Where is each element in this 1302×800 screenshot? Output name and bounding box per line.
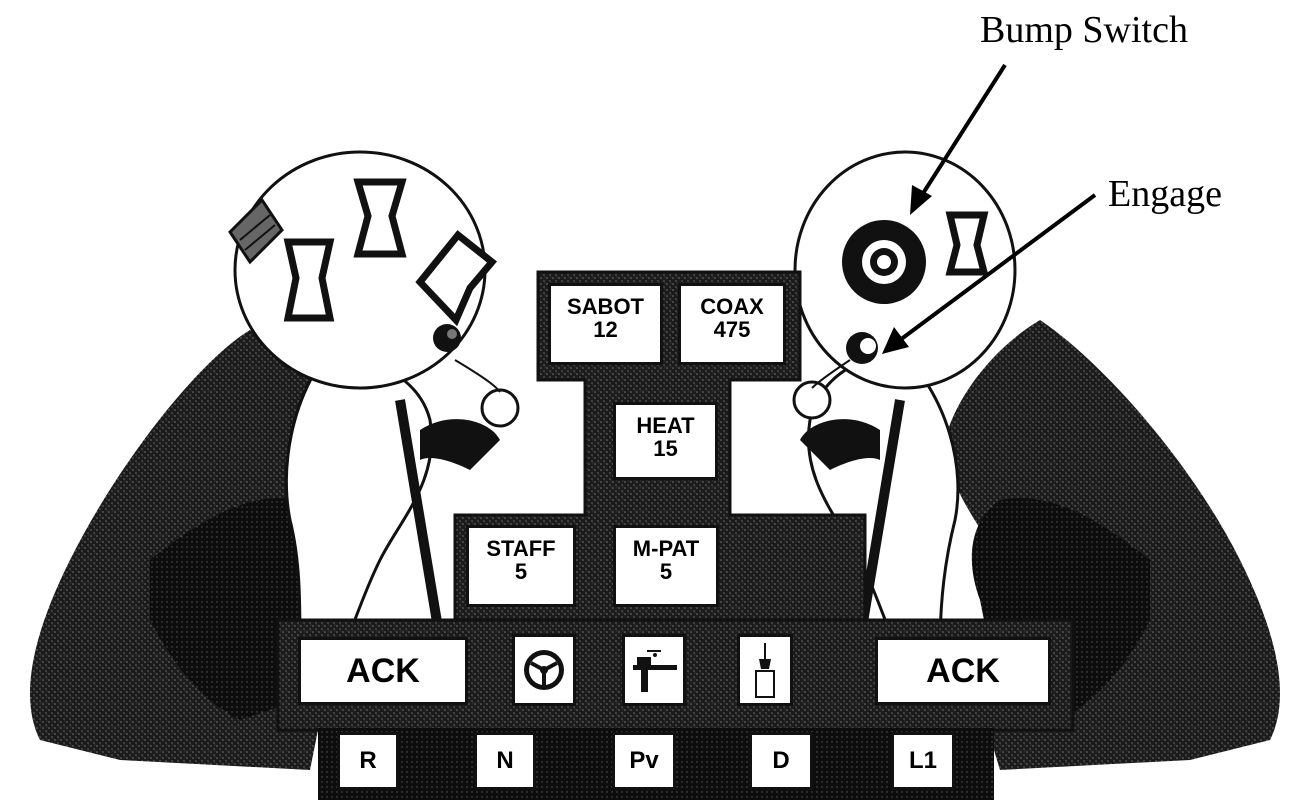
left-switch-2	[358, 182, 402, 254]
gun-button[interactable]	[622, 634, 686, 706]
ammo-name: STAFF	[469, 537, 573, 560]
ack-left-button[interactable]: ACK	[298, 637, 468, 705]
ammo-count: 5	[616, 560, 716, 583]
gear-button-l1[interactable]: L1	[891, 732, 955, 790]
steering-wheel-icon	[515, 637, 573, 703]
ammo-name: HEAT	[616, 414, 715, 437]
gun-icon	[625, 637, 683, 703]
gear-button-r[interactable]: R	[337, 732, 399, 790]
ammo-button-heat[interactable]: HEAT 15	[613, 402, 718, 480]
left-switch-1	[288, 242, 330, 318]
ammo-button-staff[interactable]: STAFF 5	[466, 525, 576, 607]
steering-wheel-button[interactable]	[512, 634, 576, 706]
lamp-button[interactable]	[737, 634, 793, 706]
ammo-name: SABOT	[551, 295, 660, 318]
gear-button-n[interactable]: N	[474, 732, 536, 790]
left-trigger	[420, 419, 500, 470]
ack-right-button[interactable]: ACK	[875, 637, 1051, 705]
left-grip	[286, 350, 431, 650]
bump-switch-label: Bump Switch	[980, 8, 1188, 52]
ammo-name: COAX	[681, 295, 783, 318]
ammo-button-coax[interactable]: COAX 475	[678, 283, 786, 365]
left-thumb-button	[482, 390, 518, 426]
engage-label: Engage	[1108, 172, 1222, 216]
ammo-count: 475	[681, 318, 783, 341]
ammo-count: 12	[551, 318, 660, 341]
ammo-button-sabot[interactable]: SABOT 12	[548, 283, 663, 365]
ammo-name: M-PAT	[616, 537, 716, 560]
ammo-button-m-pat[interactable]: M-PAT 5	[613, 525, 719, 607]
lamp-icon	[740, 637, 790, 703]
right-switch	[950, 215, 984, 272]
gear-button-pv[interactable]: Pv	[612, 732, 676, 790]
gear-button-d[interactable]: D	[749, 732, 813, 790]
left-round-button	[433, 324, 461, 352]
ammo-count: 15	[616, 437, 715, 460]
ammo-count: 5	[469, 560, 573, 583]
